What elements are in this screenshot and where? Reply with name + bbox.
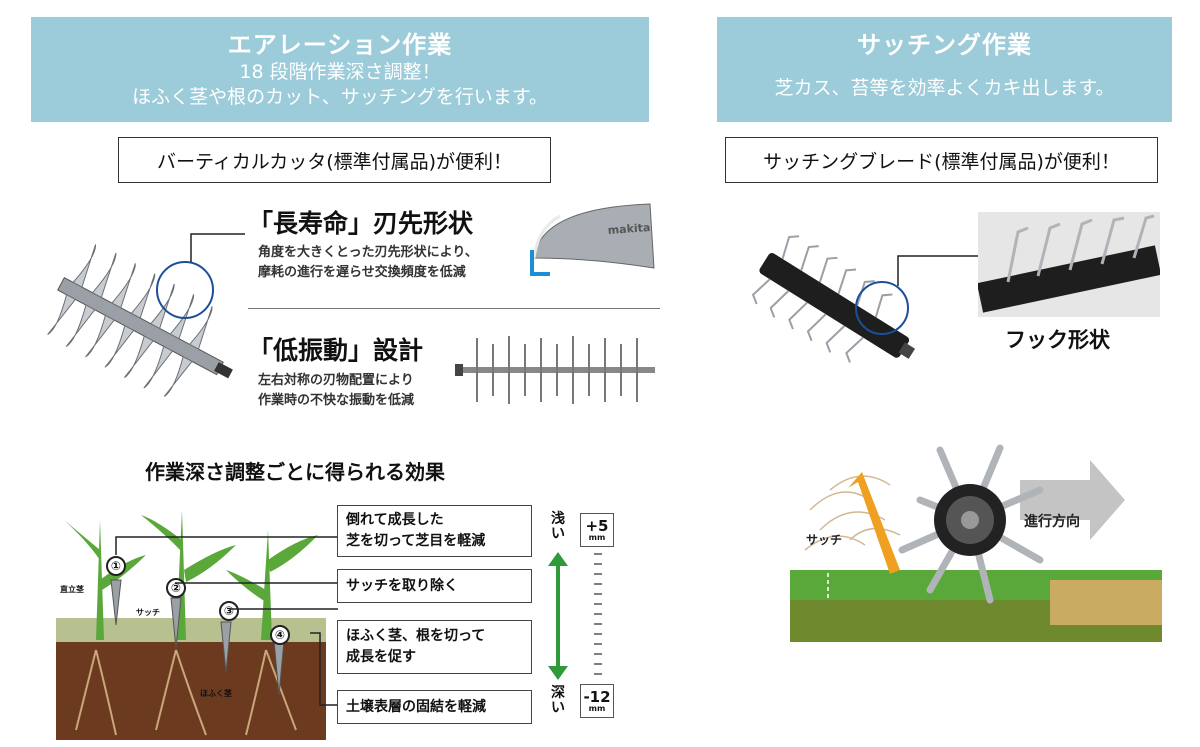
effect-2-line-1: サッチを取り除く <box>346 577 458 594</box>
hook-shape-label: フック形状 <box>1005 328 1110 352</box>
thatch-label-left: サッチ <box>136 608 160 617</box>
effect-box-3: ほふく茎、根を切って 成長を促す <box>337 620 532 674</box>
depth-min-value: -12 <box>583 688 611 706</box>
depth-ticks <box>594 553 602 675</box>
feature-divider <box>248 308 660 309</box>
hook-closeup-image <box>978 212 1160 317</box>
aeration-title: エアレーション作業 <box>227 31 453 59</box>
low-vibration-desc-2: 作業時の不快な振動を低減 <box>258 393 415 408</box>
effect-box-1: 倒れて成長した 芝を切って芝目を軽減 <box>337 505 532 557</box>
vertical-cutter-label: バーティカルカッタ(標準付属品)が便利！ <box>118 137 551 183</box>
direction-label: 進行方向 <box>1024 514 1080 530</box>
depth-max-value: +5 <box>585 517 609 535</box>
thatching-illustration <box>790 444 1162 642</box>
low-vibration-desc-1: 左右対称の刃物配置により <box>258 373 414 388</box>
depth-min-unit: mm <box>588 704 606 713</box>
depth-marker-3: ③ <box>219 601 239 621</box>
thatch-label-right: サッチ <box>806 533 843 547</box>
deep-label: 深い <box>551 685 565 716</box>
vertical-cutter-image <box>47 244 233 397</box>
depth-range-arrow <box>548 552 568 680</box>
thatching-title: サッチング作業 <box>857 31 1032 59</box>
upright-stem-label: 直立茎 <box>60 585 84 594</box>
aeration-subtitle-2: ほふく茎や根のカット、サッチングを行います。 <box>132 86 548 108</box>
symmetric-blade-image <box>455 336 655 404</box>
effects-title: 作業深さ調整ごとに得られる効果 <box>145 460 445 484</box>
thatching-banner: サッチング作業 芝カス、苔等を効率よくカキ出します。 <box>717 17 1172 122</box>
depth-marker-4: ④ <box>270 625 290 645</box>
blade-brand-mark: makita <box>607 221 650 237</box>
depth-marker-1: ① <box>106 556 126 576</box>
effect-leader-lines <box>115 536 338 706</box>
thatching-subtitle: 芝カス、苔等を効率よくカキ出します。 <box>774 77 1115 99</box>
effect-3-line-2: 成長を促す <box>346 649 416 665</box>
shallow-label: 浅い <box>551 511 565 542</box>
blade-callout <box>156 233 245 319</box>
effect-3-line-1: ほふく茎、根を切って <box>346 628 486 644</box>
effect-box-4: 土壌表層の固結を軽減 <box>337 690 532 724</box>
long-life-title: 「長寿命」刃先形状 <box>248 209 474 238</box>
blade-closeup-image: makita <box>530 203 655 276</box>
depth-min-badge: -12 mm <box>580 684 614 718</box>
hook-callout <box>855 255 978 335</box>
long-life-desc-2: 摩耗の進行を遅らせ交換頻度を低減 <box>258 265 466 280</box>
depth-max-unit: mm <box>588 533 606 542</box>
effect-4-line-1: 土壌表層の固結を軽減 <box>346 698 486 715</box>
thatching-blade-label: サッチングブレード(標準付属品)が便利！ <box>725 137 1158 183</box>
effect-box-2: サッチを取り除く <box>337 569 532 603</box>
aeration-banner: エアレーション作業 18 段階作業深さ調整！ ほふく茎や根のカット、サッチングを… <box>31 17 649 122</box>
depth-max-badge: +5 mm <box>580 513 614 547</box>
effect-1-line-1: 倒れて成長した <box>346 512 444 528</box>
long-life-desc-1: 角度を大きくとった刃先形状により、 <box>258 245 478 260</box>
effect-1-line-2: 芝を切って芝目を軽減 <box>346 533 486 549</box>
low-vibration-title: 「低振動」設計 <box>248 336 424 365</box>
stolon-label: ほふく茎 <box>200 689 232 698</box>
aeration-subtitle-1: 18 段階作業深さ調整！ <box>239 61 441 83</box>
